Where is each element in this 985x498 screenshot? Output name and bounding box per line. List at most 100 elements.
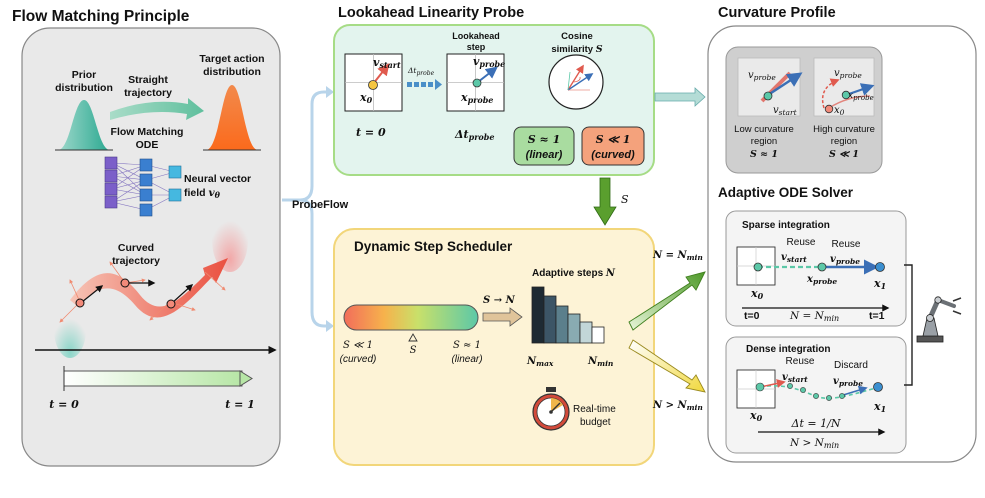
low-curvature-label-1: Low curvature (734, 124, 794, 135)
x-probe-label: xprobe (460, 91, 493, 105)
time-start-label: t = 0 (49, 398, 79, 411)
scheduler-to-solver-arrows: N = Nmin N > Nmin (628, 250, 706, 412)
dt-probe-label: Δtprobe (454, 128, 494, 142)
linear-condition-box (513, 126, 575, 166)
dense-discard: Discard (834, 360, 868, 371)
t0-label: t = 0 (356, 126, 386, 139)
sparse-x1: x1 (873, 277, 886, 291)
straight-trajectory-arrow (110, 98, 204, 120)
target-distribution-curve (206, 85, 258, 150)
stopwatch-icon (532, 387, 570, 431)
dense-reuse: Reuse (786, 356, 815, 367)
target-label-2: distribution (203, 66, 261, 78)
spectrum-marker-label: S (410, 345, 417, 356)
sparse-n-label: N = Nmin (789, 310, 839, 323)
dense-vstart: vstart (782, 372, 808, 384)
low-curvature-cond: S ≈ 1 (750, 149, 778, 160)
low-vstart-label: vstart (773, 105, 798, 117)
dense-title: Dense integration (746, 344, 830, 355)
solver-bracket (904, 264, 913, 386)
curved-cond-label: S ≪ 1 (596, 133, 631, 146)
v-start-label: vstart (373, 56, 401, 70)
target-label-1: Target action (199, 53, 264, 65)
sparse-reuse-1: Reuse (787, 237, 816, 248)
s-to-n-label: S → N (483, 295, 516, 306)
lookahead-step-2: step (467, 42, 486, 52)
s-to-n-arrow (482, 307, 523, 327)
s-arrow-label: S (621, 193, 629, 206)
time-bar (63, 370, 243, 387)
high-curvature-label-2: region (831, 136, 857, 147)
n-gt-nmin-label: N > Nmin (652, 400, 703, 412)
sparse-reuse-2: Reuse (832, 239, 861, 250)
scheduler-bg (333, 228, 655, 466)
similarity-spectrum-bar (343, 304, 479, 331)
high-curvature-cond: S ≪ 1 (829, 149, 859, 160)
spectrum-right-word: (linear) (451, 354, 482, 365)
spectrum-left-word: (curved) (340, 354, 377, 365)
spectrum-marker (408, 333, 418, 342)
straight-label-1: Straight (128, 74, 168, 86)
curved-label-2: trajectory (112, 255, 160, 267)
nmax-label: Nmax (526, 356, 554, 368)
dense-vprobe: vprobe (833, 376, 863, 388)
neural-network-icon (104, 156, 182, 217)
lookahead-step-1: Lookahead (452, 31, 500, 41)
dense-n-label: N > Nmin (789, 437, 839, 450)
prior-distribution-curve (58, 100, 110, 150)
high-x0-label: x0 (834, 105, 845, 117)
low-curvature-label-2: region (751, 136, 777, 147)
probeflow-label: ProbeFlow (292, 199, 349, 211)
high-xprobe-label: xprobe (848, 91, 874, 102)
cos-label-1: Cosine (561, 31, 593, 42)
prior-blob (54, 302, 86, 358)
sparse-x0: x0 (750, 287, 764, 301)
step-bars (531, 286, 605, 344)
dense-x1: x1 (873, 400, 886, 414)
curved-condition-box (581, 126, 645, 166)
probe-to-curvature-arrow (654, 87, 706, 107)
fm-label-2: ODE (136, 139, 159, 151)
sparse-title: Sparse integration (742, 220, 830, 231)
robot-arm-icon (916, 296, 962, 343)
nvf-label-1: Neural vector (184, 173, 251, 185)
dense-dt-label: Δt = 1/N (791, 417, 841, 430)
spectrum-right-cond: S ≈ 1 (453, 340, 481, 351)
nmin-label: Nmin (587, 356, 613, 368)
s-down-arrow (593, 177, 617, 226)
right-panel: Curvature Profile vprobe vstart Low curv… (707, 5, 977, 463)
dt-probe-small: Δtprobe (407, 66, 435, 77)
prior-label-2: distribution (55, 82, 113, 94)
high-vprobe-label: vprobe (834, 68, 862, 80)
dt-probe-arrow (407, 79, 442, 90)
flow-matching-panel: Flow Matching Principle Prior distributi… (12, 8, 281, 467)
probeflow-connector: ProbeFlow (282, 86, 349, 332)
linear-cond-label: S ≈ 1 (528, 133, 560, 146)
flow-title: Flow Matching Principle (12, 8, 190, 25)
prior-label-1: Prior (72, 69, 97, 81)
n-eq-nmin-label: N = Nmin (652, 250, 703, 262)
adaptive-steps-label: Adaptive steps N (532, 268, 616, 279)
dense-x0: x0 (749, 409, 763, 423)
sparse-t-end: t=1 (869, 310, 885, 322)
fm-label-1: Flow Matching (111, 126, 184, 138)
scheduler-panel: Dynamic Step Scheduler Adaptive steps N … (333, 228, 655, 466)
linear-word-label: (linear) (526, 149, 563, 161)
sparse-integration-box (725, 210, 907, 327)
x0-label: x0 (359, 91, 373, 105)
nvf-label-2: field vθ (184, 187, 221, 200)
high-curvature-label-1: High curvature (813, 124, 875, 135)
curvature-title: Curvature Profile (718, 5, 836, 21)
dense-step-points (755, 382, 845, 401)
curved-label-1: Curved (118, 242, 154, 254)
sparse-t-start: t=0 (744, 310, 760, 322)
low-curvature-illustration: vprobe vstart (748, 70, 803, 117)
sparse-xprobe: xprobe (806, 274, 837, 286)
lookahead-panel: Lookahead Linearity Probe vstart x0 t = … (333, 5, 655, 176)
solver-title: Adaptive ODE Solver (718, 185, 854, 200)
low-vprobe-label: vprobe (748, 70, 776, 82)
v-probe-label: vprobe (473, 55, 505, 69)
target-blob (212, 208, 248, 272)
straight-label-2: trajectory (124, 87, 172, 99)
